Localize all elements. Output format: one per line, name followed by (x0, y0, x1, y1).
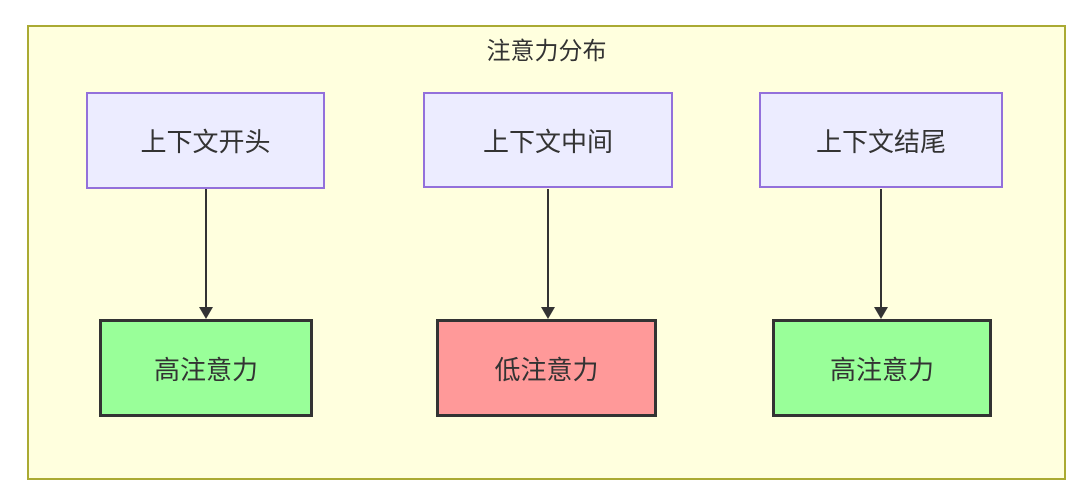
node-high-attention-end: 高注意力 (772, 319, 992, 417)
arrow-line (547, 189, 549, 308)
arrowhead-icon (874, 307, 888, 319)
node-context-end: 上下文结尾 (759, 92, 1003, 188)
node-context-start: 上下文开头 (86, 92, 325, 189)
arrowhead-icon (199, 307, 213, 319)
node-low-attention-middle: 低注意力 (436, 319, 657, 417)
arrowhead-icon (541, 307, 555, 319)
arrow-line (205, 189, 207, 308)
node-context-middle: 上下文中间 (423, 92, 673, 188)
arrow-line (880, 189, 882, 308)
diagram-title: 注意力分布 (486, 38, 607, 65)
node-high-attention-start: 高注意力 (99, 319, 313, 417)
